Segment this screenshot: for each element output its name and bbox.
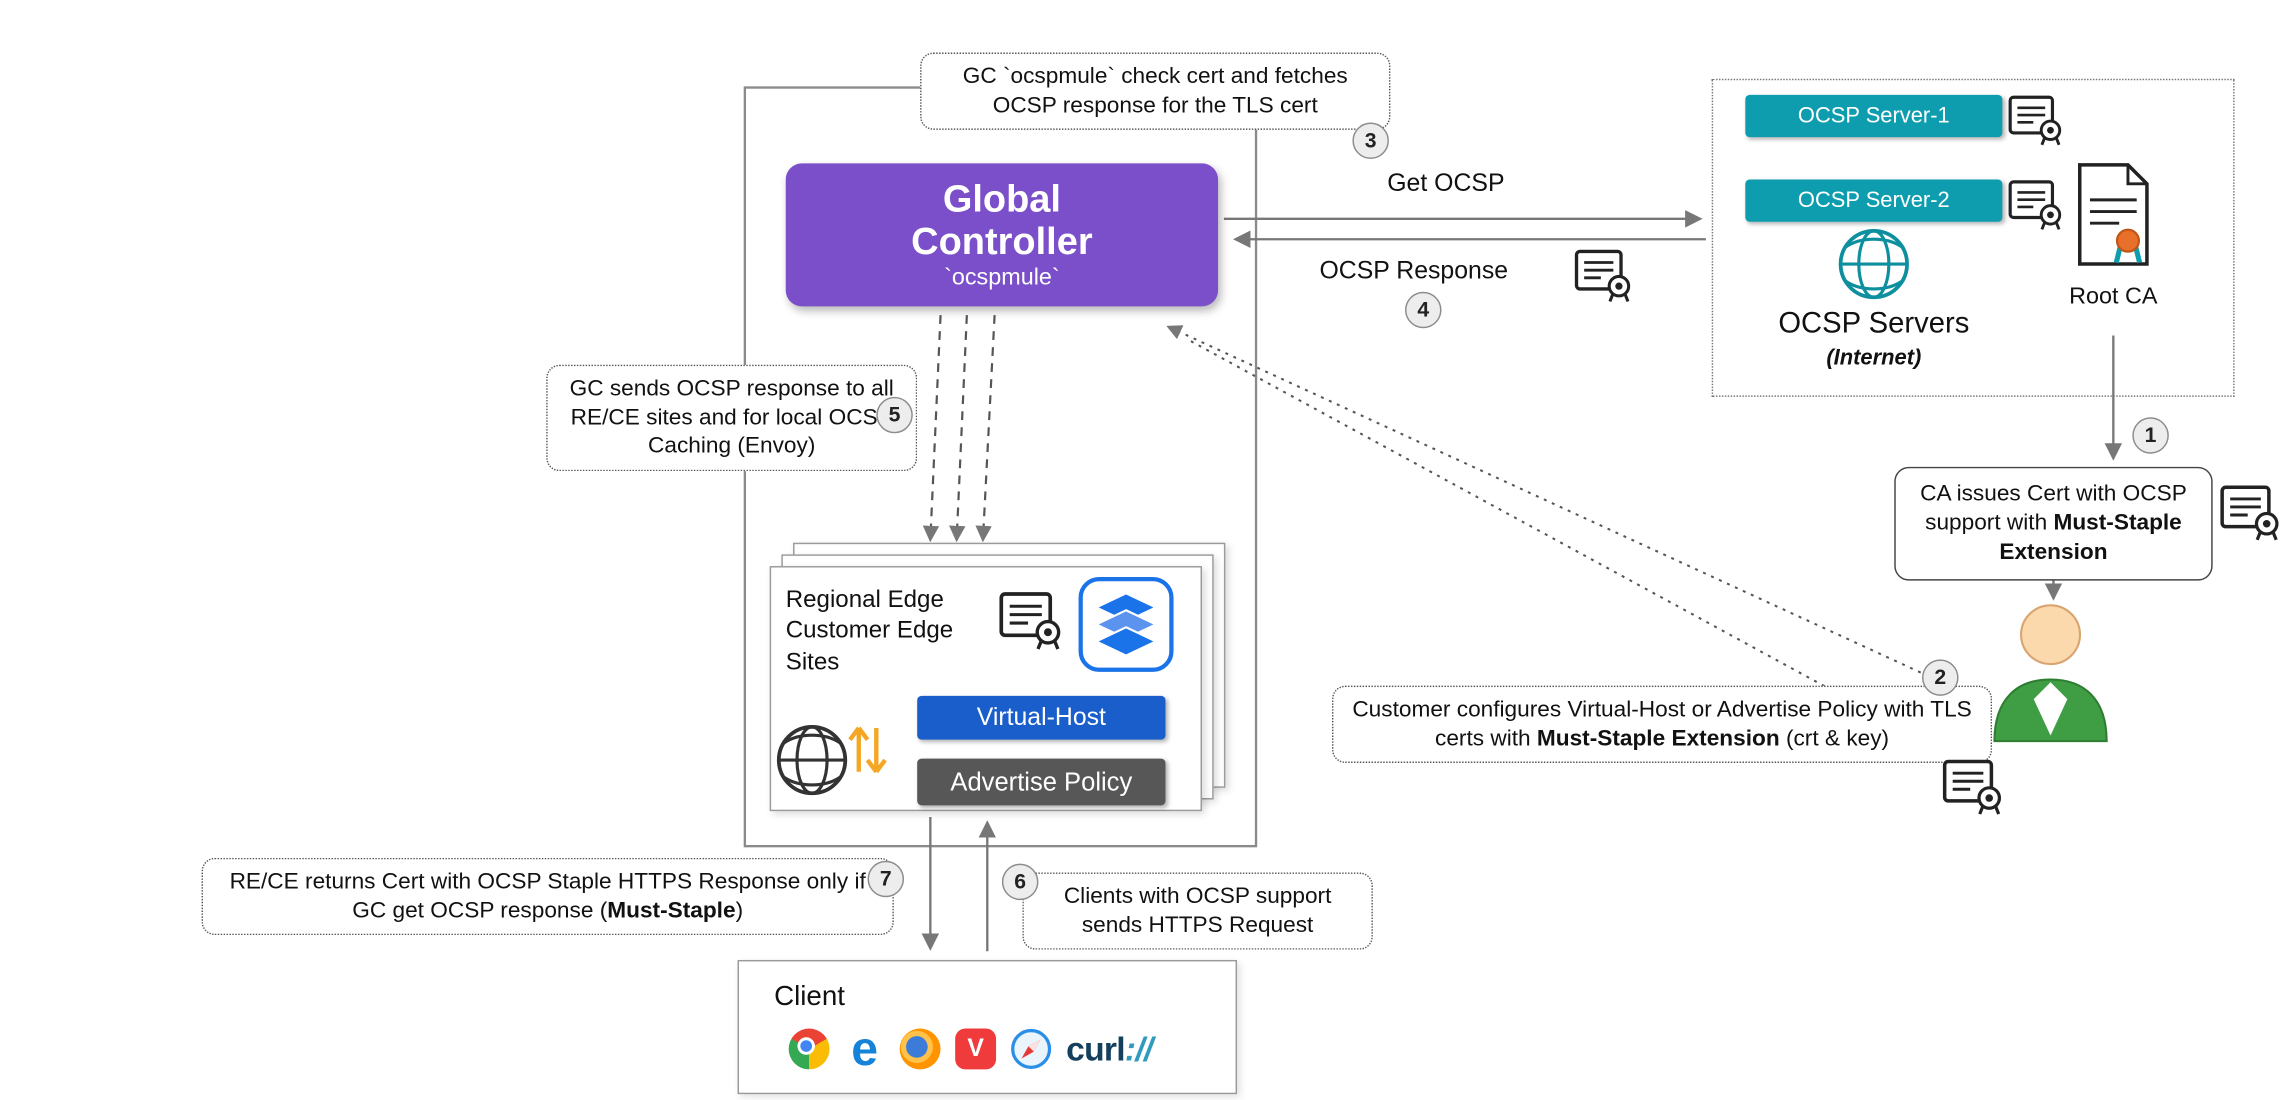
certificate-icon: [1942, 759, 2003, 816]
gc-to-sites-dashed-1: [922, 315, 942, 543]
stack-icon: [1078, 576, 1174, 672]
step-badge-3: 3: [1352, 122, 1389, 160]
step-badge-6: 6: [1001, 863, 1039, 901]
global-controller-node: Global Controller `ocspmule`: [785, 163, 1219, 307]
note-rece-returns-text: RE/CE returns Cert with OCSP Staple HTTP…: [229, 869, 866, 924]
note-rece-returns-post-text: ): [735, 898, 744, 924]
ocsp-servers-title: OCSP Servers: [1778, 307, 1970, 340]
rece-sites-card: Regional Edge Customer Edge Sites Virtua…: [769, 566, 1202, 812]
client-label: Client: [774, 981, 846, 1013]
global-controller-title: Global Controller: [911, 176, 1093, 263]
ca-issues-box: CA issues Cert with OCSP support with Mu…: [1894, 466, 2213, 582]
label-get-ocsp: Get OCSP: [1387, 169, 1505, 197]
note-customer-bold-text: Must-Staple Extension: [1536, 726, 1780, 751]
note-customer-post-text: (crt & key): [1779, 726, 1890, 751]
note-rece-returns-bold-text: Must-Staple: [607, 898, 736, 924]
certificate-icon: [2008, 179, 2063, 230]
advertise-policy-chip: Advertise Policy: [917, 758, 1166, 806]
note-gc-sends-response-text: GC sends OCSP response to all RE/CE site…: [569, 376, 894, 459]
certificate-icon: [2008, 95, 2063, 146]
step-badge-4: 4: [1405, 291, 1442, 329]
label-ocsp-response: OCSP Response: [1319, 256, 1509, 285]
firefox-icon: [899, 1028, 941, 1070]
step-badge-2: 2: [1922, 659, 1959, 696]
root-ca-label: Root CA: [2069, 284, 2158, 310]
note-gc-check-cert: GC `ocspmule` check cert and fetches OCS…: [920, 52, 1391, 131]
ocsp-server-2-node: OCSP Server-2: [1745, 179, 2003, 222]
customer-to-gc-dotted-2: [1185, 337, 1964, 763]
global-controller-subtitle: `ocspmule`: [944, 265, 1060, 291]
certificate-icon: [2220, 484, 2281, 541]
person-icon: [1980, 598, 2120, 744]
chrome-icon-hub: [797, 1037, 815, 1055]
curl-logo-suffix: ://: [1124, 1029, 1153, 1068]
note-customer-configures: Customer configures Virtual-Host or Adve…: [1331, 685, 1993, 764]
virtual-host-chip: Virtual-Host: [917, 695, 1166, 740]
gc-to-sites-dashed-2: [949, 315, 968, 543]
note-clients-request-text: Clients with OCSP support sends HTTPS Re…: [1063, 884, 1332, 938]
ca-issues-text: CA issues Cert with OCSP support with: [1920, 481, 2187, 536]
edge-icon: e: [851, 1021, 879, 1076]
note-gc-sends-response: GC sends OCSP response to all RE/CE site…: [546, 364, 918, 472]
globe-sync-icon: [776, 724, 887, 796]
step-badge-7: 7: [867, 860, 905, 898]
certificate-icon: [999, 591, 1063, 651]
curl-logo: curl://: [1066, 1029, 1153, 1068]
safari-icon: [1011, 1028, 1052, 1069]
certificate-icon: [1574, 248, 1632, 303]
note-customer-text: Customer configures Virtual-Host or Adve…: [1352, 697, 1972, 751]
rece-card-title: Regional Edge Customer Edge Sites: [785, 586, 954, 676]
step-badge-5: 5: [876, 396, 913, 434]
ocsp-servers-subtitle: (Internet): [1826, 345, 1922, 371]
curl-logo-name: curl: [1066, 1029, 1125, 1068]
ocsp-servers-group: OCSP Server-1 OCSP Server-2 OCSP Servers…: [1711, 78, 2235, 397]
chrome-icon: [788, 1028, 830, 1070]
note-rece-returns: RE/CE returns Cert with OCSP Staple HTTP…: [201, 857, 894, 936]
step-badge-1: 1: [2132, 417, 2169, 454]
note-clients-request: Clients with OCSP support sends HTTPS Re…: [1022, 872, 1373, 951]
gc-to-sites-dashed-3: [975, 315, 996, 543]
ocsp-server-1-node: OCSP Server-1: [1745, 94, 2003, 138]
browser-icon-row: e V curl://: [788, 1021, 1153, 1076]
customer-to-gc-dotted-1: [1166, 325, 1938, 681]
note-gc-check-cert-text: GC `ocspmule` check cert and fetches OCS…: [962, 64, 1348, 118]
ca-issues-bold-text: Must-Staple Extension: [1999, 510, 2182, 566]
globe-icon: [1836, 226, 1912, 302]
vivaldi-icon: V: [955, 1028, 997, 1070]
root-ca-cert-icon: [2072, 162, 2154, 267]
client-box: Client e V curl://: [737, 959, 1238, 1095]
